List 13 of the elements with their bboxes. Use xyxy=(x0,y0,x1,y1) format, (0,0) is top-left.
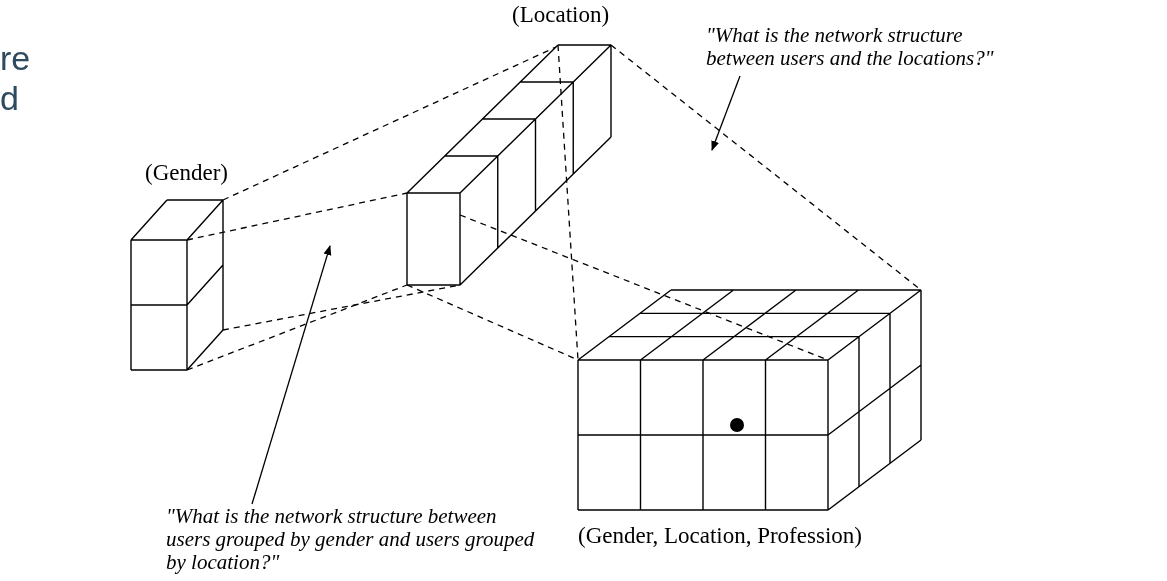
projection-line xyxy=(186,192,408,241)
question-text: "What is the network structure between users grouped by gender and users grouped by location?" xyxy=(166,505,536,574)
cube-label: (Gender, Location, Profession) xyxy=(578,523,862,549)
projection-line xyxy=(557,44,579,361)
arrow xyxy=(711,75,741,151)
projection-line xyxy=(222,46,557,201)
cube-label: (Location) xyxy=(512,2,610,28)
text-fragment: d xyxy=(0,78,19,118)
cube-label: (Gender) xyxy=(145,160,228,186)
question-text: "What is the network structure between users and the locations?" xyxy=(706,24,995,70)
text-fragment: re xyxy=(0,38,31,78)
arrow xyxy=(251,245,332,505)
projection-line xyxy=(186,284,408,371)
